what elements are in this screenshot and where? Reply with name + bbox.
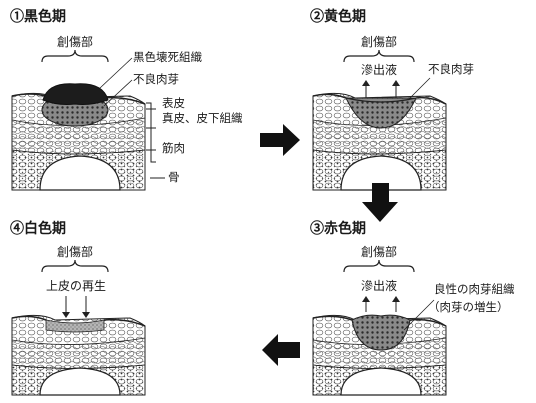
arrow-right xyxy=(260,124,300,156)
skin-block-stage3 xyxy=(312,296,447,396)
leader-granulation-2 xyxy=(407,77,431,101)
granulation-sub-3: （肉芽の増生） xyxy=(428,300,509,314)
layer-brackets xyxy=(146,102,165,179)
stage-title-4: ④白色期 xyxy=(10,221,66,237)
epithelium-label: 上皮の再生 xyxy=(46,279,107,293)
layer-muscle: 筋肉 xyxy=(162,141,185,155)
skin-block-stage2 xyxy=(312,80,447,191)
stage-title-3: ③赤色期 xyxy=(310,221,366,237)
wound-brace-stage4 xyxy=(41,259,109,273)
exudate-label-2: 滲出液 xyxy=(361,63,398,77)
arrow-down xyxy=(362,183,398,222)
leader-necrosis xyxy=(99,57,133,89)
wound-brace-stage2 xyxy=(343,49,415,63)
granulation-label-2: 不良肉芽 xyxy=(428,62,474,76)
skin-block-stage4 xyxy=(11,296,146,396)
wound-label-4: 創傷部 xyxy=(57,245,94,259)
necrosis-label: 黒色壊死組織 xyxy=(133,50,202,64)
wound-brace-stage1 xyxy=(41,49,109,63)
arrow-left xyxy=(262,334,300,366)
skin-block-stage1 xyxy=(11,83,146,191)
wound-label-3: 創傷部 xyxy=(361,245,398,259)
layer-epidermis: 表皮 xyxy=(162,96,185,110)
granulation-label-1: 不良肉芽 xyxy=(133,72,179,86)
leader-granulation-1 xyxy=(103,79,133,107)
wound-label-1: 創傷部 xyxy=(57,35,94,49)
wound-label-2: 創傷部 xyxy=(361,35,398,49)
layer-bone: 骨 xyxy=(168,170,180,184)
leader-granulation-3 xyxy=(403,299,435,331)
layer-dermis: 真皮、皮下組織 xyxy=(162,111,243,125)
stage-title-1: ①黒色期 xyxy=(10,9,66,25)
granulation-label-3: 良性の肉芽組織 xyxy=(434,282,515,296)
stage-title-2: ②黄色期 xyxy=(310,9,366,25)
exudate-label-3: 滲出液 xyxy=(361,279,398,293)
wound-brace-stage3 xyxy=(343,259,415,273)
